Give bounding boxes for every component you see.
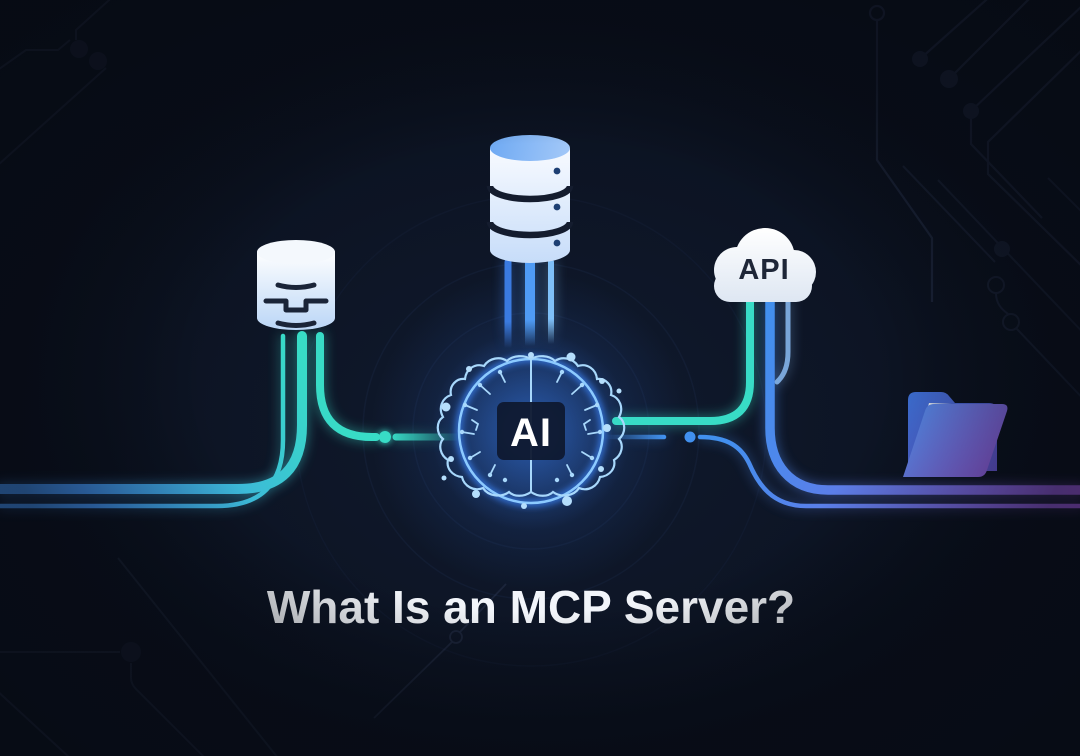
vignette-overlay [0,0,1080,756]
mcp-illustration: API [0,0,1080,756]
